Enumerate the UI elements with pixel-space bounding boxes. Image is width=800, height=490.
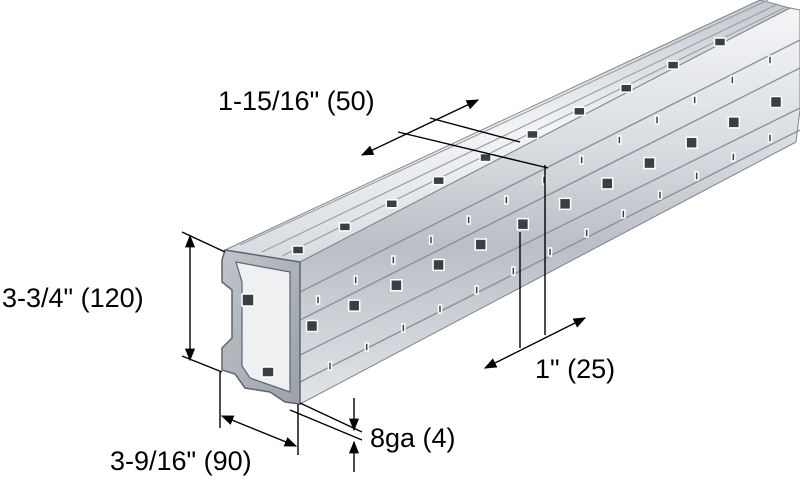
top-slot-hole [338,222,352,232]
side-slot-hole [390,279,403,292]
rail-slot-lower [657,190,663,200]
rail-slot-upper [353,275,358,285]
rail-slot-upper [692,95,697,105]
dim-label-top-spacing: 1-15/16" (50) [218,86,375,116]
side-slot-hole [727,116,741,129]
rail-slot-lower [547,247,553,257]
side-slot-hole [643,156,656,170]
top-slot-hole [291,245,305,255]
dim-label-thickness: 8ga (4) [370,423,456,453]
rail-slot-lower [474,285,479,295]
dim-label-hole-width: 1" (25) [535,354,616,384]
ext-line-height-bottom [181,355,223,373]
top-slot-hole [432,175,445,186]
rail-slot-lower [584,228,589,238]
slot-holes [241,37,783,378]
ext-line-top-b [429,117,521,143]
rail-slot-lower [401,323,406,333]
rail-slot-upper [466,215,471,225]
rail-slot-upper [391,255,396,265]
side-slot-hole [516,217,530,231]
side-slot-hole [305,319,319,333]
rail-slot-upper [730,75,735,85]
rail-slot-upper [579,155,584,165]
top-slot-hole [526,129,539,140]
end-slot-hole-lower [261,366,275,378]
side-slot-hole [685,136,698,149]
side-slot-hole [347,299,361,312]
side-slot-hole [432,258,445,272]
rail-slot-lower [621,209,626,219]
side-slot-hole [601,177,614,190]
rail-slot-upper [428,235,434,245]
dim-line-hole-width [483,317,587,369]
rail-slot-lower [364,342,369,352]
rail-slot-lower [694,171,699,181]
rail-slot-upper [504,195,509,205]
top-slot-hole [573,106,586,117]
dimension-lines [181,99,587,472]
ext-line-top-a [397,131,549,169]
top-slot-hole [385,199,399,209]
end-slot-hole [241,293,255,307]
dim-label-height: 3-3/4" (120) [2,283,144,313]
rail-slot-upper [767,55,773,65]
side-slot-hole [474,238,487,251]
top-slot-hole [713,37,727,47]
rail-slot-lower [731,152,736,162]
rail-slot-lower [767,133,773,143]
rail-slot-upper [315,295,321,305]
dim-label-width: 3-9/16" (90) [110,446,252,476]
ext-line-height-top [181,231,226,253]
rail-slot-upper [617,135,622,145]
rail-slot-lower [511,266,516,276]
rail-slot-lower [327,361,333,371]
dim-line-width [220,415,298,447]
side-slot-hole [769,95,783,109]
top-slot-hole [619,83,633,93]
ext-line-thick-b [289,409,363,441]
rail-slot-lower [437,304,443,314]
top-slot-hole [479,152,492,163]
rail-slot-upper [654,115,660,125]
side-slot-hole [558,197,572,211]
dim-line-top-spacing [360,99,480,156]
top-slot-hole [666,60,680,70]
